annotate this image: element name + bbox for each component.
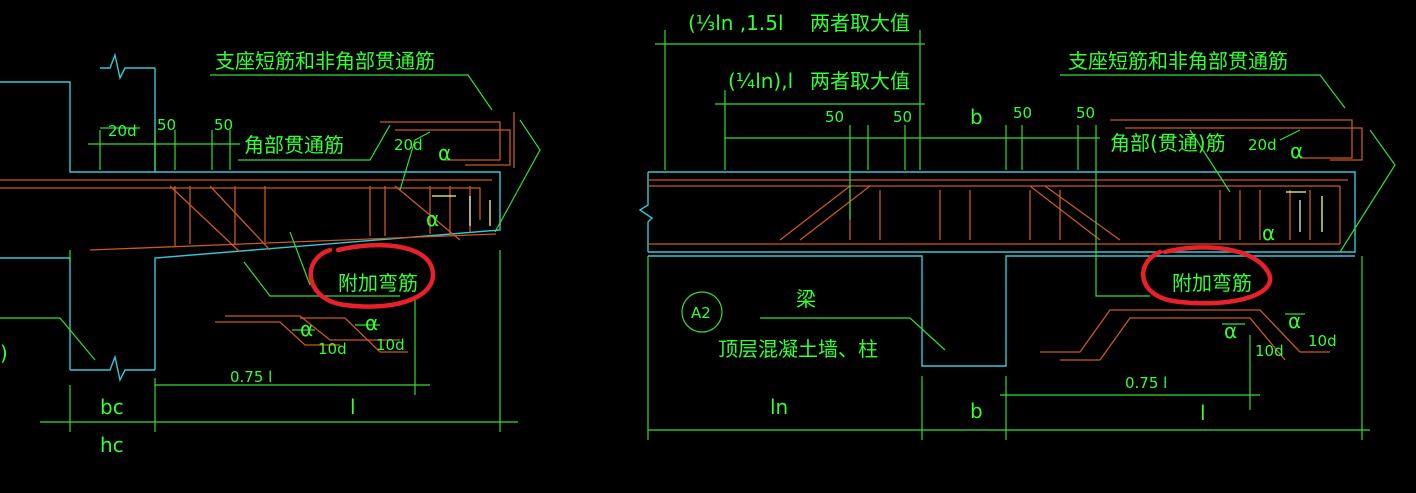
right-detail: (⅓ln ,1.5l 两者取大值 (¼ln),l 两者取大值 支座短筋和非角部贯…: [638, 11, 1396, 440]
right-alpha-c: α: [1224, 319, 1237, 343]
right-dim-10d-a: 10d: [1255, 342, 1284, 360]
left-alpha-b: α: [426, 207, 439, 231]
right-bent-bar-sketch: [1040, 309, 1330, 361]
right-formula2-note: 两者取大值: [810, 69, 910, 93]
right-small-marks: [1286, 191, 1323, 232]
left-alpha-c: α: [300, 317, 313, 341]
right-section-circle: [681, 291, 723, 333]
left-dimensions: [40, 127, 518, 432]
right-alpha-a: α: [1290, 139, 1303, 163]
right-dim-10d-b: 10d: [1308, 332, 1337, 350]
right-dim-b-bottom: b: [970, 399, 983, 423]
right-extra-bar-label: 附加弯筋: [1172, 271, 1252, 295]
right-wall-label: 顶层混凝土墙、柱: [718, 337, 878, 361]
right-section-mark: A2: [691, 304, 711, 322]
left-dim-hc: hc: [100, 433, 124, 457]
left-extra-bar-label: 附加弯筋: [338, 271, 418, 295]
right-dim-075l: 0.75 l: [1125, 374, 1167, 392]
left-dim-075l: 0.75 l: [230, 368, 272, 386]
left-dim-l: l: [350, 395, 356, 419]
right-alpha-b: α: [1262, 221, 1275, 245]
right-dim-50-c: 50: [1013, 104, 1032, 122]
right-formula2: (¼ln),l: [728, 69, 793, 93]
right-bottom-dimensions: [647, 256, 1370, 440]
left-dim-50-a: 50: [157, 116, 176, 134]
right-dim-l: l: [1200, 401, 1206, 425]
left-detail: 支座短筋和非角部贯通筋 角部贯通筋 20d 50 50 20d α α 附加弯筋…: [0, 49, 541, 457]
left-outline: [0, 52, 501, 383]
right-alpha-d: α: [1288, 309, 1301, 333]
right-formula1-note: 两者取大值: [810, 11, 910, 35]
left-dim-bc: bc: [100, 395, 124, 419]
left-dim-10d-a: 10d: [318, 340, 347, 358]
right-highlight-circle: [1141, 245, 1273, 306]
right-dim-ln: ln: [770, 395, 788, 419]
right-top-dimensions: [655, 30, 1100, 220]
right-dim-50-b: 50: [893, 108, 912, 126]
right-corner-label: 角部(贯通)筋: [1110, 131, 1226, 155]
left-dim-10d-b: 10d: [376, 336, 405, 354]
right-dim-50-d: 50: [1076, 104, 1095, 122]
left-paren: ): [0, 341, 8, 365]
right-dim-20d: 20d: [1248, 136, 1277, 154]
left-dim-50-b: 50: [214, 116, 233, 134]
left-highlight-circle: [308, 242, 436, 309]
right-beam-label: 梁: [796, 287, 816, 311]
right-support-label: 支座短筋和非角部贯通筋: [1068, 49, 1288, 73]
left-corner-label: 角部贯通筋: [244, 133, 344, 157]
left-alpha-d: α: [365, 311, 378, 335]
left-dim-20d-top: 20d: [108, 122, 137, 140]
right-outline: [638, 171, 1356, 367]
right-dim-50-a: 50: [825, 108, 844, 126]
right-formula1: (⅓ln ,1.5l: [688, 11, 784, 35]
left-leaders: [0, 74, 541, 361]
left-small-marks: [432, 195, 491, 226]
right-dim-b-top: b: [970, 105, 983, 129]
left-dim-20d-right: 20d: [394, 136, 423, 154]
left-support-label: 支座短筋和非角部贯通筋: [215, 49, 435, 73]
left-rebars: [0, 112, 515, 253]
right-leaders: [760, 74, 1396, 351]
left-alpha-a: α: [438, 141, 451, 165]
left-bent-bar-sketch: [215, 315, 408, 353]
right-rebars: [648, 119, 1363, 245]
